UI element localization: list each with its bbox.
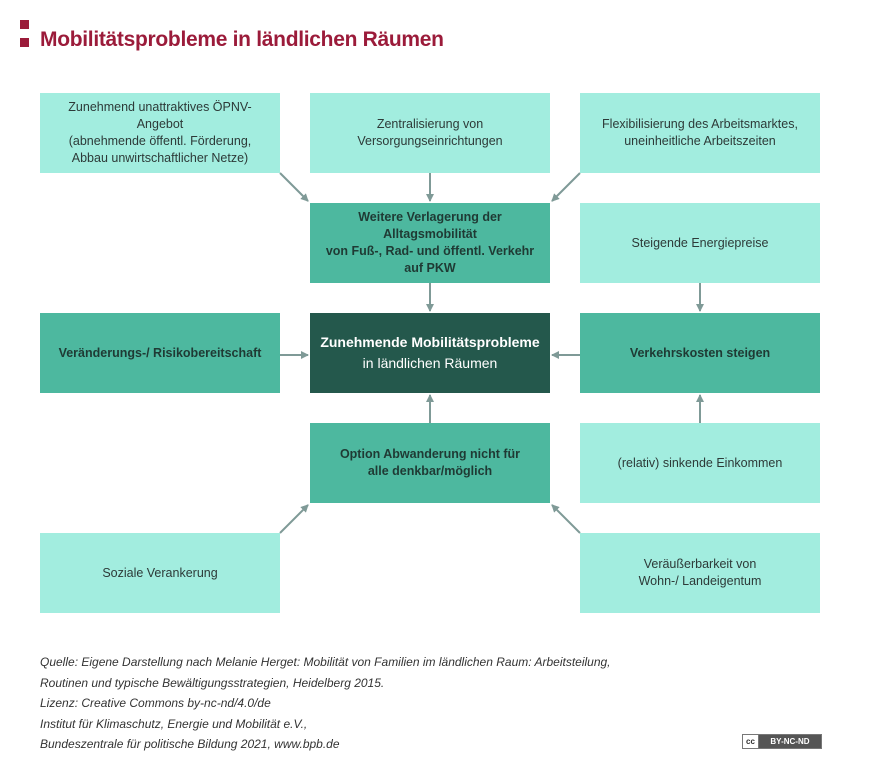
cc-icon: cc	[743, 735, 759, 748]
box-energiepreise: Steigende Energiepreise	[580, 203, 820, 283]
box-flexibilisierung: Flexibilisierung des Arbeitsmarktes,unei…	[580, 93, 820, 173]
title-marker-bottom	[20, 38, 29, 47]
box-soziale-verankerung: Soziale Verankerung	[40, 533, 280, 613]
source-text: Quelle: Eigene Darstellung nach Melanie …	[40, 655, 611, 751]
box-einkommen: (relativ) sinkende Einkommen	[580, 423, 820, 503]
box-verkehrskosten: Verkehrskosten steigen	[580, 313, 820, 393]
box-oepnv: Zunehmend unattraktives ÖPNV-Angebot(abn…	[40, 93, 280, 173]
title-marker-top	[20, 20, 29, 29]
box-verlagerung: Weitere Verlagerung der Alltagsmobilität…	[310, 203, 550, 283]
arrow-oepnv-verlagerung	[279, 172, 309, 202]
arrow-eigentum-abwanderung	[551, 504, 581, 534]
arrow-sozial-abwanderung	[279, 504, 309, 534]
box-risikobereitschaft: Veränderungs-/ Risikobereitschaft	[40, 313, 280, 393]
page-title: Mobilitätsprobleme in ländlichen Räumen	[40, 28, 444, 51]
arrow-flex-verlagerung	[551, 172, 581, 202]
